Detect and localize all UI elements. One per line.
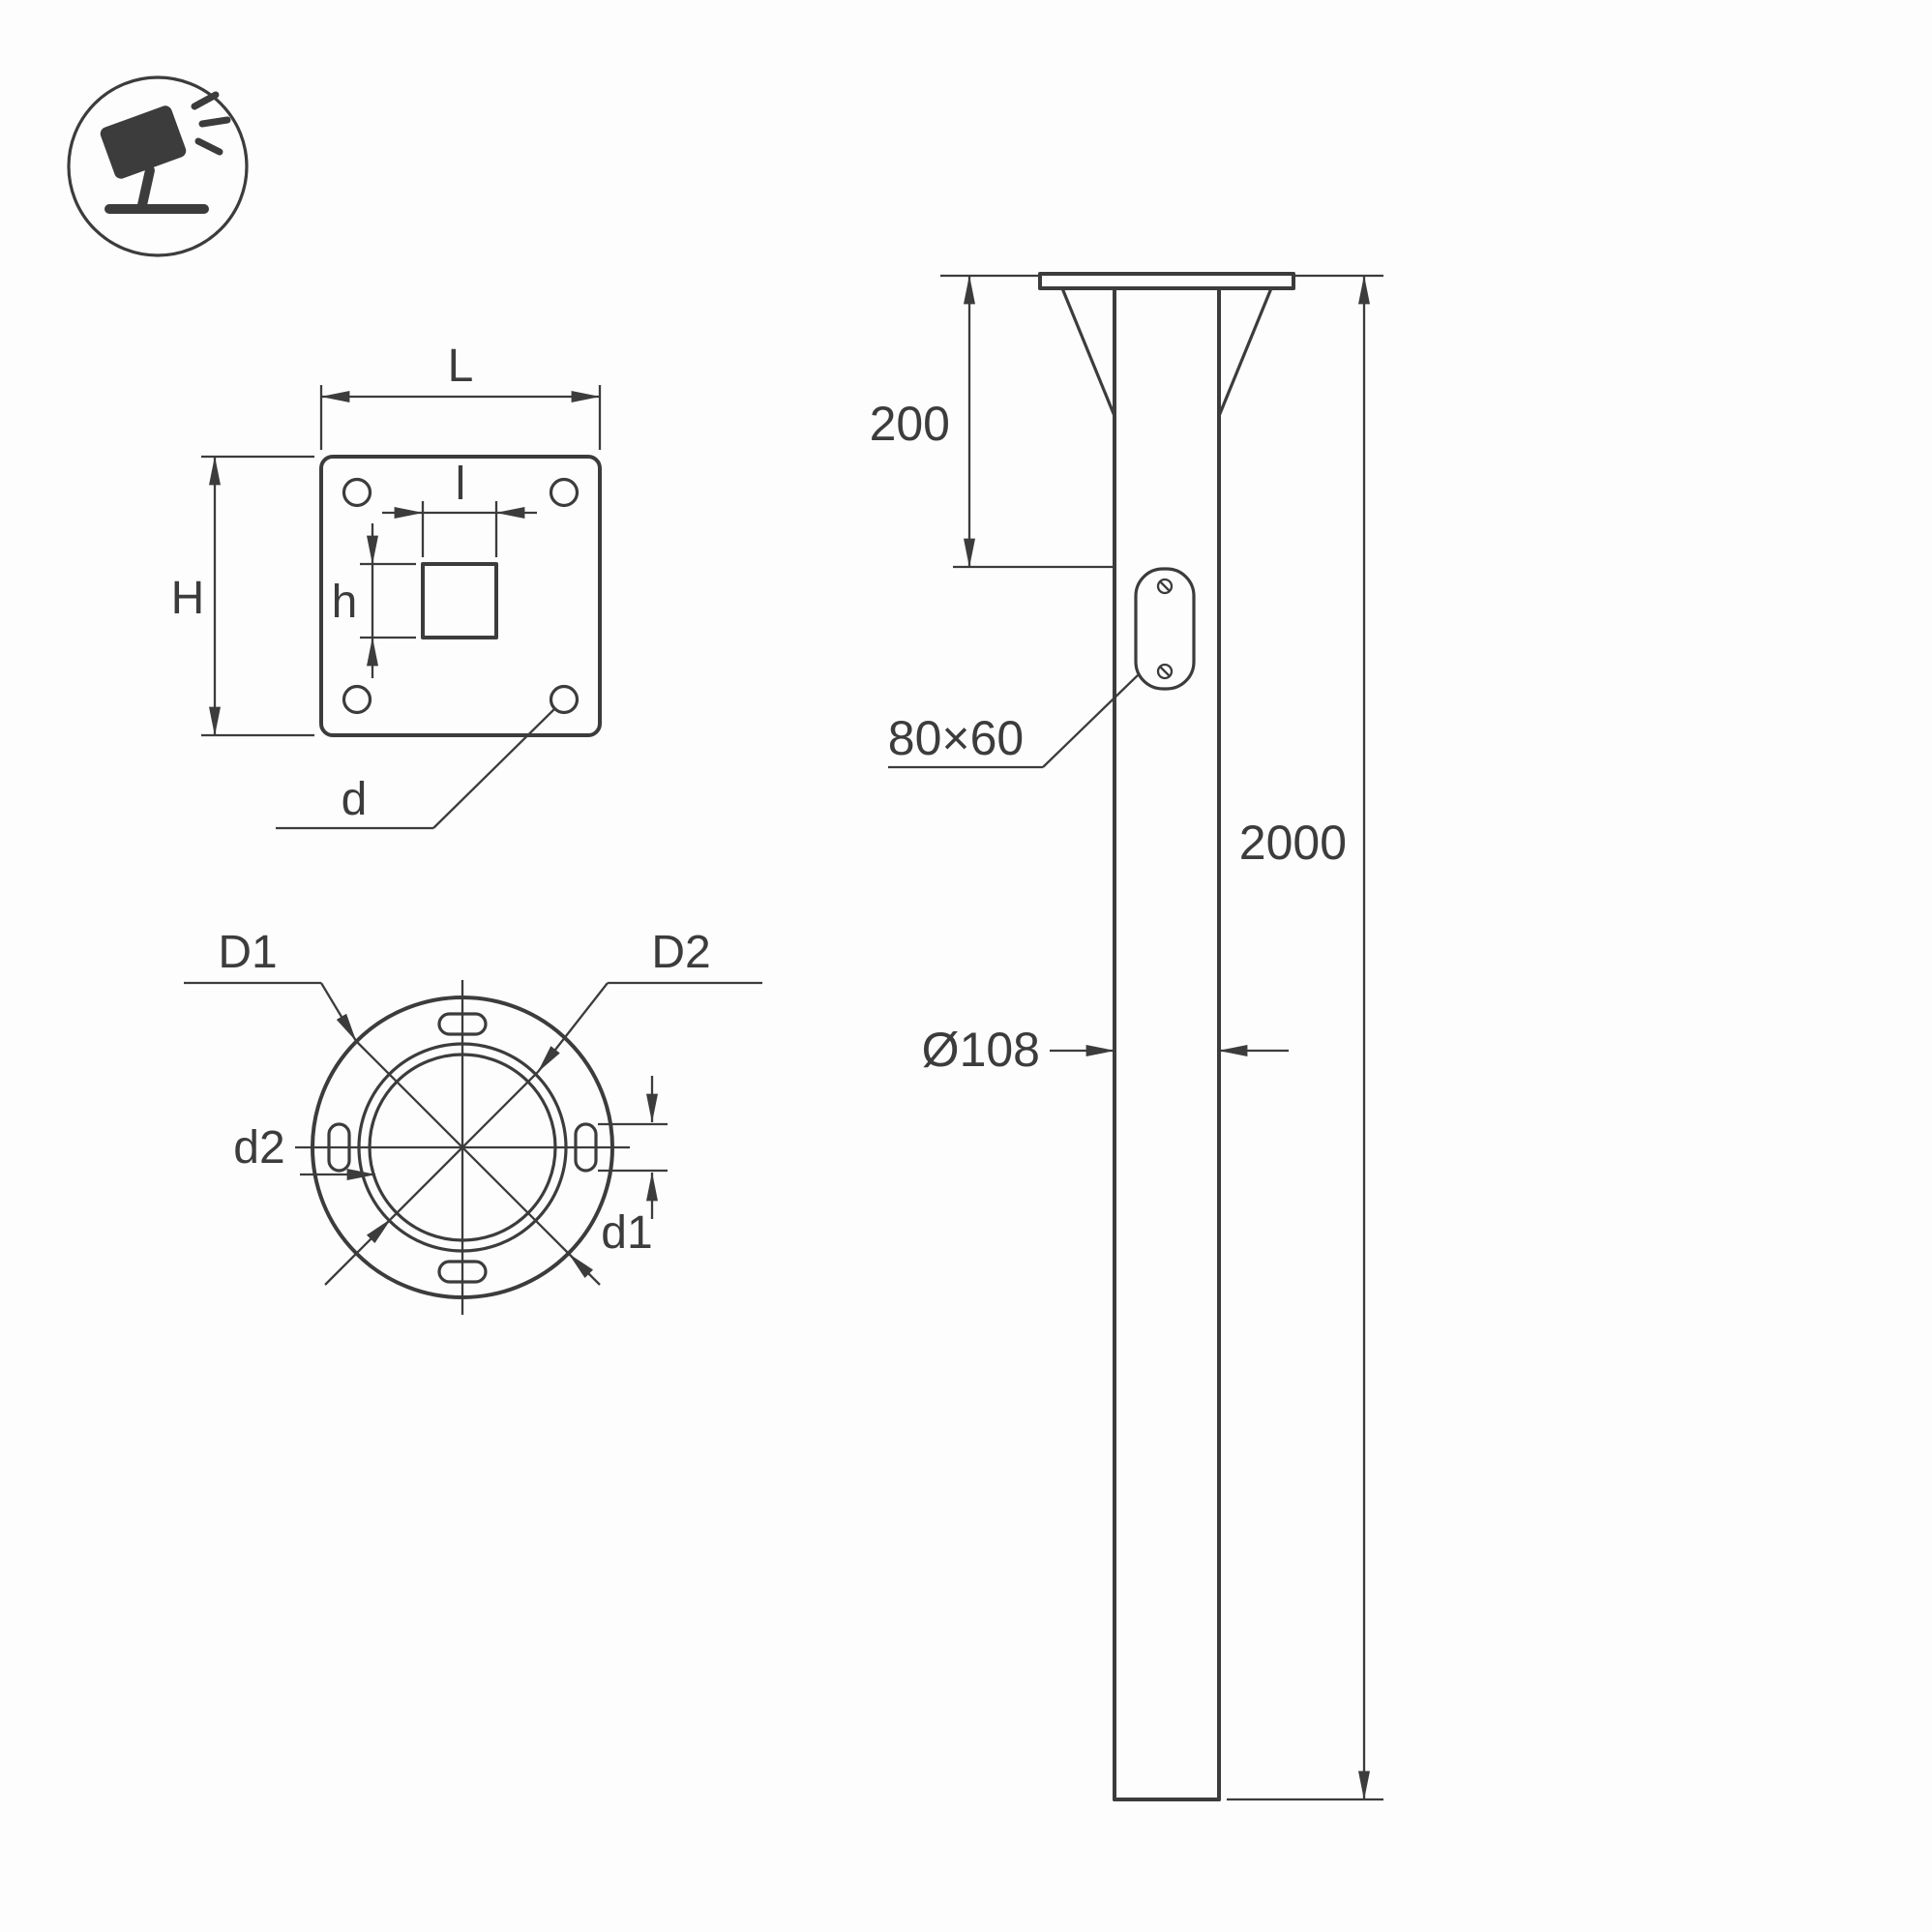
light-ray — [194, 137, 223, 156]
floodlight-icon — [67, 75, 249, 257]
hand-hole — [1134, 567, 1196, 691]
flange-top-view: L H l h d — [171, 341, 602, 830]
bolt-hole — [342, 477, 372, 508]
dimension-H-label: H — [171, 573, 205, 624]
top-flange-plate — [1038, 272, 1295, 290]
dimension-d1-label: d1 — [601, 1207, 652, 1259]
flange-plate — [319, 455, 602, 737]
leader-line — [1042, 674, 1139, 768]
dimension-2000-label: 2000 — [1239, 816, 1347, 870]
dimension-L-label: L — [448, 341, 474, 392]
pole-side-view: 200 2000 80×60 Ø108 — [870, 272, 1383, 1801]
dimension-200-label: 200 — [870, 397, 950, 451]
leader-line — [432, 708, 555, 829]
bolt-hole — [549, 477, 580, 508]
dimension-l-label: l — [456, 459, 466, 510]
dimension-D2-arrow — [324, 1218, 392, 1286]
diameter-label: Ø108 — [922, 1023, 1040, 1077]
dimension-h-label: h — [332, 577, 358, 628]
pole-bottom-view: D1 D2 d2 d1 — [184, 927, 762, 1315]
screw-slot — [1159, 580, 1171, 592]
bolt-hole — [549, 684, 580, 715]
dimension-D2-label: D2 — [651, 927, 710, 978]
dimension-D1-arrow — [320, 982, 357, 1042]
floodlight-stand — [137, 165, 155, 210]
dimension-d2-label: d2 — [233, 1122, 284, 1174]
light-ray — [198, 116, 231, 128]
dimension-d-label: d — [342, 774, 368, 825]
badge-circle — [67, 75, 249, 257]
diameter-line — [390, 1071, 539, 1220]
dimension-D2-arrow — [537, 982, 609, 1073]
dimension-D1-arrow — [568, 1253, 601, 1286]
screw-icon — [1156, 578, 1174, 595]
center-square-hole — [421, 562, 498, 639]
dimension-D1-label: D1 — [218, 927, 277, 978]
screw-slot — [1159, 666, 1171, 677]
bolt-hole — [342, 684, 372, 715]
light-ray — [191, 91, 220, 110]
gusset — [1060, 287, 1116, 417]
gusset — [1217, 287, 1273, 417]
hand-hole-size-label: 80×60 — [888, 711, 1024, 765]
floodlight-body — [100, 105, 187, 179]
screw-icon — [1156, 663, 1174, 680]
